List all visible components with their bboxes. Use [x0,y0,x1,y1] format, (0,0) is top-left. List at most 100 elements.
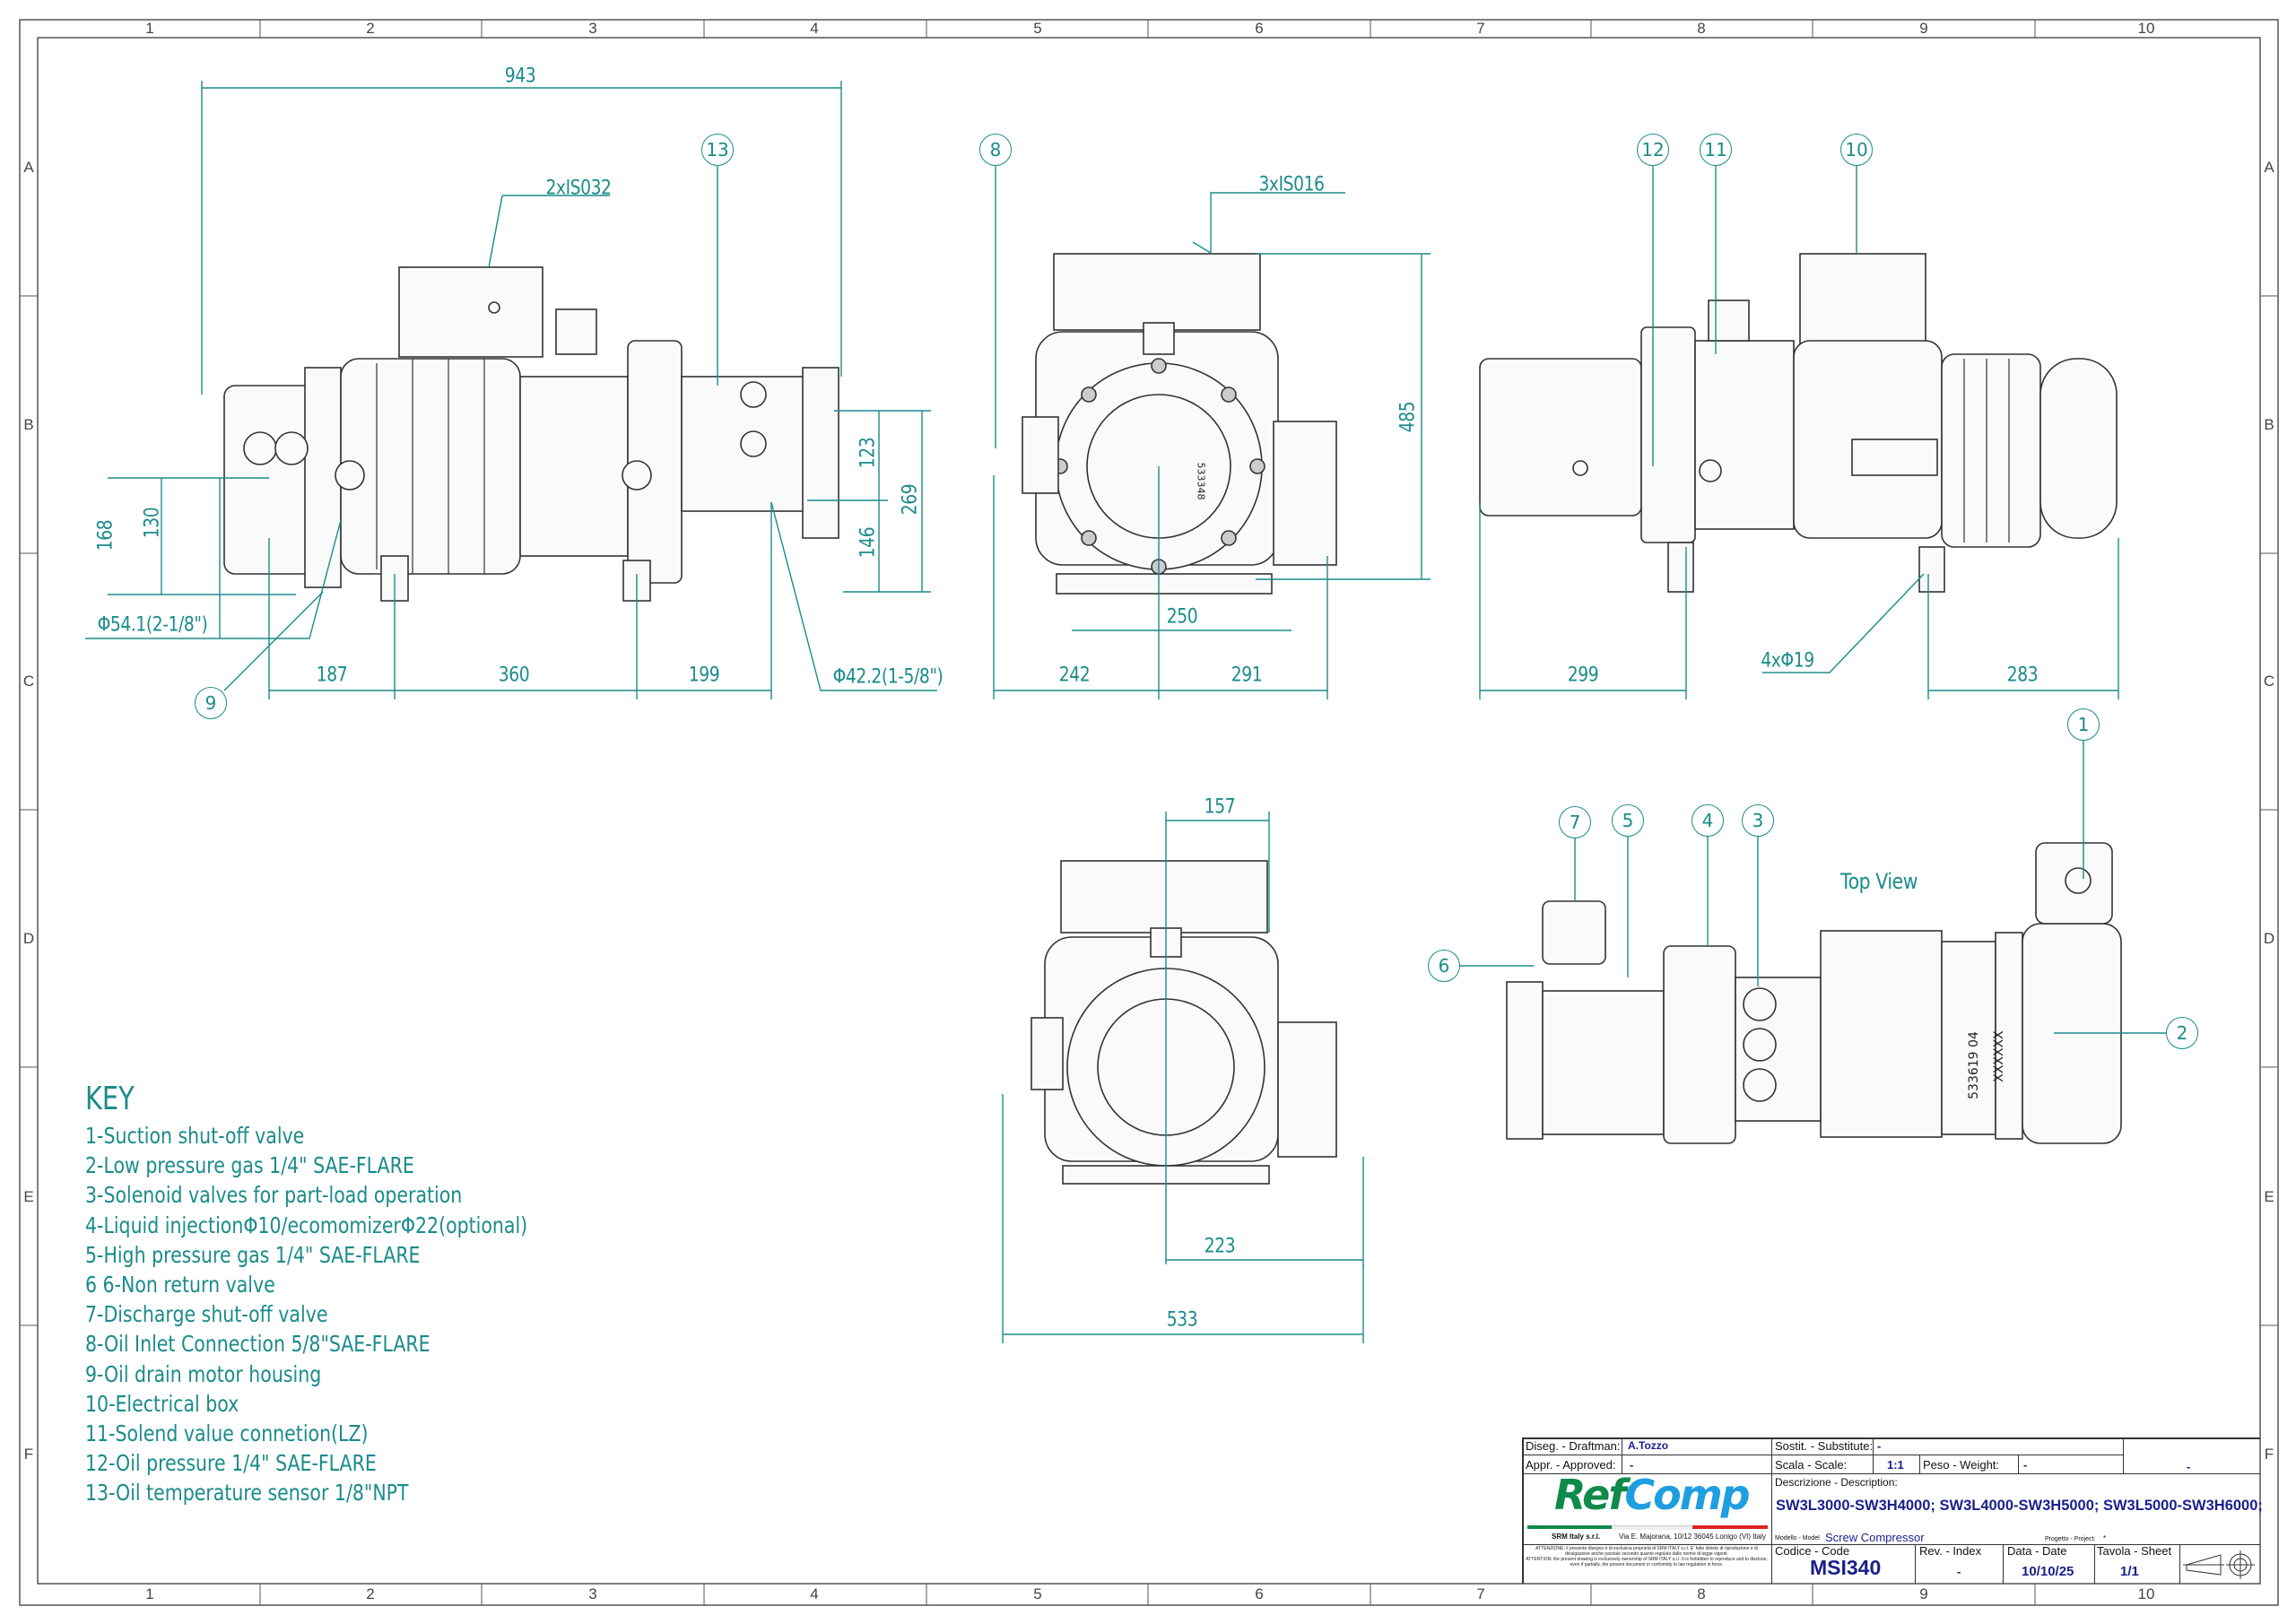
dimension-label: 223 [1204,1235,1236,1258]
balloon-11: 11 [1700,134,1732,166]
row-label: B [23,416,34,433]
sheet-frame [19,19,2279,1606]
key-item: 13-Oil temperature sensor 1/8"NPT [85,1480,409,1507]
front-view-top [1022,253,1337,595]
column-label: 2 [366,20,375,37]
legal-notice-en: ATTENTION: the present drawing is exclus… [1526,1557,1768,1568]
balloon-9: 9 [195,687,227,719]
balloon-2: 2 [2166,1017,2198,1049]
column-label: 8 [1697,1585,1706,1602]
dimension-label: 299 [1567,664,1599,687]
balloon-1: 1 [2067,708,2100,741]
column-label: 1 [145,1585,154,1602]
refcomp-logo: RefComp [1554,1471,1751,1519]
dimension-label: 360 [498,664,530,687]
dimension-label: 187 [316,664,348,687]
project-value: * [2103,1534,2107,1542]
approved-label: Appr. - Approved: [1526,1458,1616,1472]
flag-white [1612,1525,1692,1530]
front-view-bottom [1031,860,1337,1185]
project-label: Progetto - Project: [2045,1536,2096,1542]
model-value: Screw Compressor [1825,1531,1925,1544]
substitute-label: Sostit. - Substitute: [1775,1439,1874,1453]
balloon-8: 8 [979,134,1012,166]
dimension-label: 283 [2006,664,2039,687]
side-view-right [1479,253,2118,593]
column-label: 5 [1033,1585,1042,1602]
code-label: Codice - Code [1775,1544,1850,1558]
flag-green [1527,1525,1612,1529]
nameplate-number: 533619 04 [1966,1031,1981,1099]
model-label: Modello - Model [1775,1535,1820,1541]
key-item: 7-Discharge shut-off valve [85,1301,328,1328]
top-view-label: Top View [1840,869,1918,894]
nameplate-serial: XXXXXX [1991,1030,2006,1082]
key-legend: KEY 1-Suction shut-off valve 2-Low press… [85,1081,624,1508]
logo-text-comp: Comp [1624,1471,1750,1519]
date-value: 10/10/25 [2022,1564,2074,1579]
column-label: 9 [1919,1585,1928,1602]
key-item: 4-Liquid injectionΦ10/ecomomizerΦ22(opti… [85,1211,528,1238]
row-label: B [2264,416,2274,433]
dimension-label: 130 [141,507,164,539]
column-label: 8 [1697,20,1706,37]
row-label: D [2263,930,2275,947]
row-label: C [22,673,35,690]
projection-symbol-icon [2183,1550,2255,1579]
column-label: 1 [145,20,154,37]
dimension-label: 168 [94,519,117,551]
date-label: Data - Date [2007,1544,2067,1558]
dimension-label: 242 [1058,664,1091,687]
dimension-label: 3xIS016 [1258,173,1325,196]
key-item: 1-Suction shut-off valve [85,1123,305,1149]
dimension-label: 2xIS032 [545,177,612,200]
column-label: 2 [366,1585,375,1602]
substitute-value: - [1877,1439,1882,1453]
dimension-label: Φ54.1(2-1/8") [97,613,208,637]
dimension-label: 943 [504,65,536,88]
column-label: 4 [810,1585,819,1602]
description-value: SW3L3000-SW3H4000; SW3L4000-SW3H5000; SW… [1776,1498,2263,1514]
column-label: 10 [2137,20,2155,37]
company-name: SRM Italy s.r.l. [1552,1533,1601,1541]
column-label: 5 [1033,20,1042,37]
column-label: 3 [588,1585,597,1602]
description-label: Descrizione - Description: [1775,1476,1898,1489]
key-item: 2-Low pressure gas 1/4" SAE-FLARE [85,1152,414,1179]
dimension-lines [85,81,2166,1343]
draftman-value: A.Tozzo [1628,1439,1669,1452]
dimension-label: 533 [1166,1308,1198,1332]
flag-red [1692,1525,1768,1529]
logo-text: Ref [1554,1471,1626,1519]
sheet-label: Tavola - Sheet [2097,1544,2172,1558]
key-title: KEY [85,1081,135,1117]
column-label: 6 [1255,1585,1264,1602]
legal-notice-it: ATTENZIONE: il presente disegno è di esc… [1535,1546,1758,1557]
row-label: A [2264,159,2274,176]
extra-value: - [2187,1460,2191,1473]
scale-label: Scala - Scale: [1775,1458,1848,1472]
legal-notice: ATTENZIONE: il presente disegno è di esc… [1524,1546,1770,1568]
dimension-label: 4xΦ19 [1761,649,1814,673]
rev-label: Rev. - Index [1919,1544,1982,1558]
dimension-label: 199 [688,664,720,687]
dimension-label: 157 [1204,795,1236,819]
code-value: MSI340 [1810,1556,1882,1579]
column-label: 6 [1255,20,1264,37]
key-item: 3-Solenoid valves for part-load operatio… [85,1182,463,1209]
weight-value: - [2023,1458,2028,1472]
column-label: 4 [810,20,819,37]
column-label: 3 [588,20,597,37]
row-label: F [2264,1446,2274,1463]
balloon-10: 10 [1840,134,1873,166]
key-item: 6 6-Non return valve [85,1272,275,1298]
balloon-7: 7 [1559,806,1591,838]
row-label: E [2264,1188,2274,1205]
row-label: F [23,1446,34,1463]
key-item: 9-Oil drain motor housing [85,1360,322,1387]
dimension-label: 291 [1231,664,1263,687]
key-item: 5-High pressure gas 1/4" SAE-FLARE [85,1241,421,1268]
dimension-label: 250 [1166,605,1198,629]
balloon-6: 6 [1428,950,1460,982]
column-label: 7 [1476,20,1485,37]
